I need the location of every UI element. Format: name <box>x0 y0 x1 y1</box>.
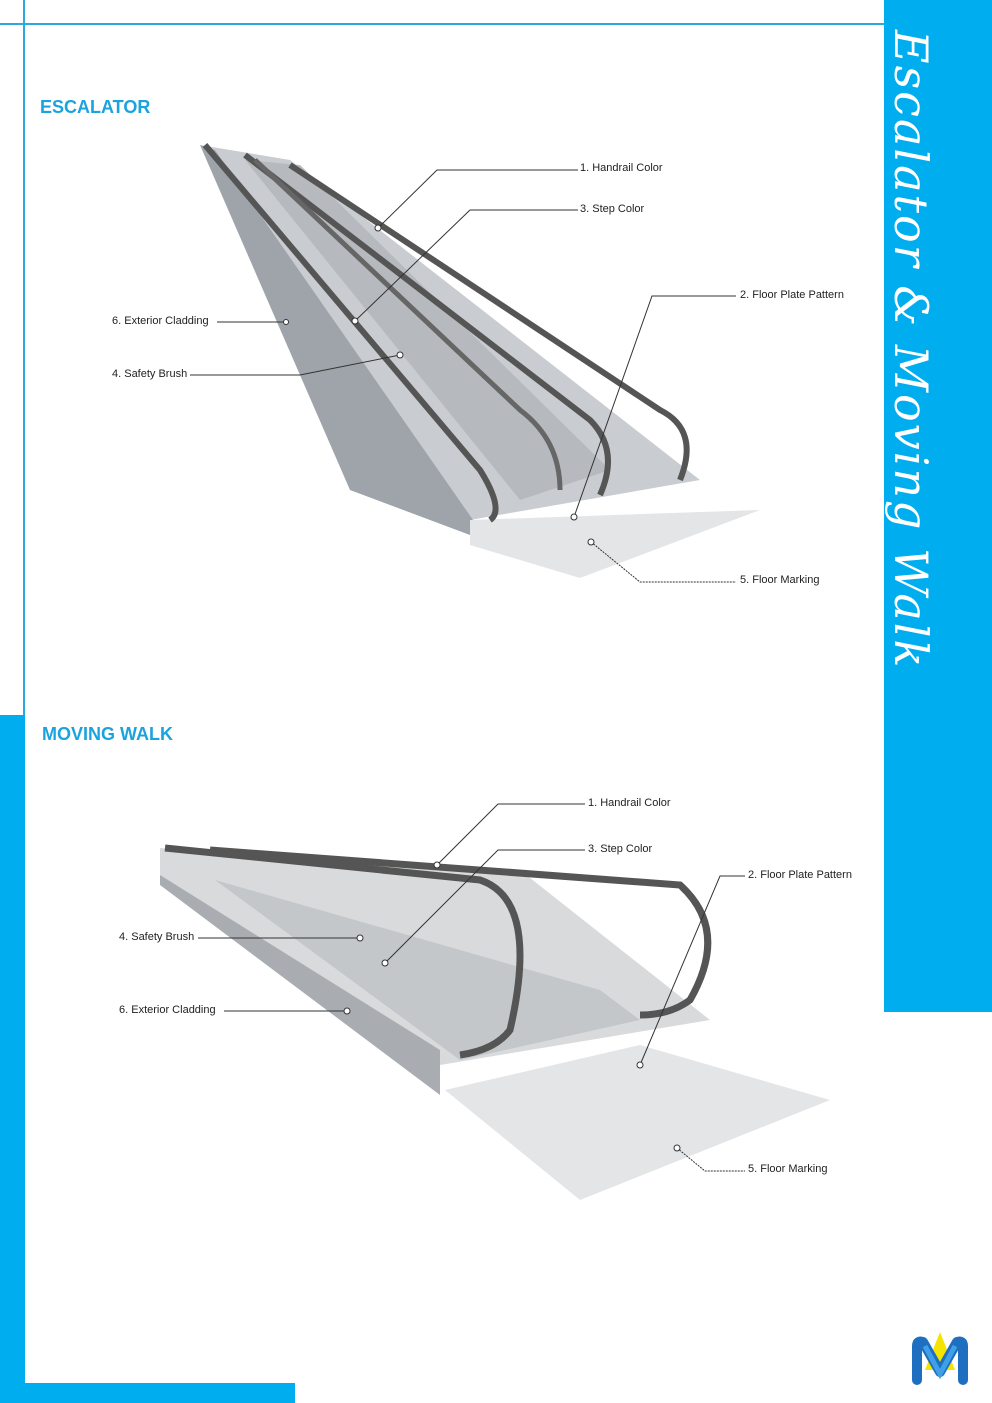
moving-walk-illustration <box>160 844 830 1200</box>
moving-walk-callout-exterior-cladding: 6. Exterior Cladding <box>119 1004 216 1016</box>
escalator-callout-safety-brush: 4. Safety Brush <box>112 368 188 380</box>
escalator-callout-floor-marking: 5. Floor Marking <box>740 574 820 586</box>
left-rule <box>23 0 25 715</box>
company-logo <box>912 1332 968 1385</box>
escalator-callout-step-color: 3. Step Color <box>580 203 645 215</box>
moving-walk-callout-floor-plate-pattern: 2. Floor Plate Pattern <box>748 869 852 881</box>
moving-walk-callout-step-color: 3. Step Color <box>588 843 653 855</box>
moving-walk-callout-handrail-color: 1. Handrail Color <box>588 797 671 809</box>
moving-walk-heading: MOVING WALK <box>42 724 173 744</box>
side-title-panel <box>884 0 992 1012</box>
bottom-accent-bar <box>0 1383 295 1403</box>
moving-walk-callout-floor-marking: 5. Floor Marking <box>748 1163 828 1175</box>
top-rule <box>0 23 884 25</box>
escalator-illustration <box>200 143 760 578</box>
escalator-callout-exterior-cladding: 6. Exterior Cladding <box>112 315 209 327</box>
escalator-callout-floor-plate-pattern: 2. Floor Plate Pattern <box>740 289 844 301</box>
left-accent-bar <box>0 715 25 1403</box>
escalator-callout-handrail-color: 1. Handrail Color <box>580 162 663 174</box>
escalator-heading: ESCALATOR <box>40 97 151 117</box>
moving-walk-callout-safety-brush: 4. Safety Brush <box>119 931 195 943</box>
